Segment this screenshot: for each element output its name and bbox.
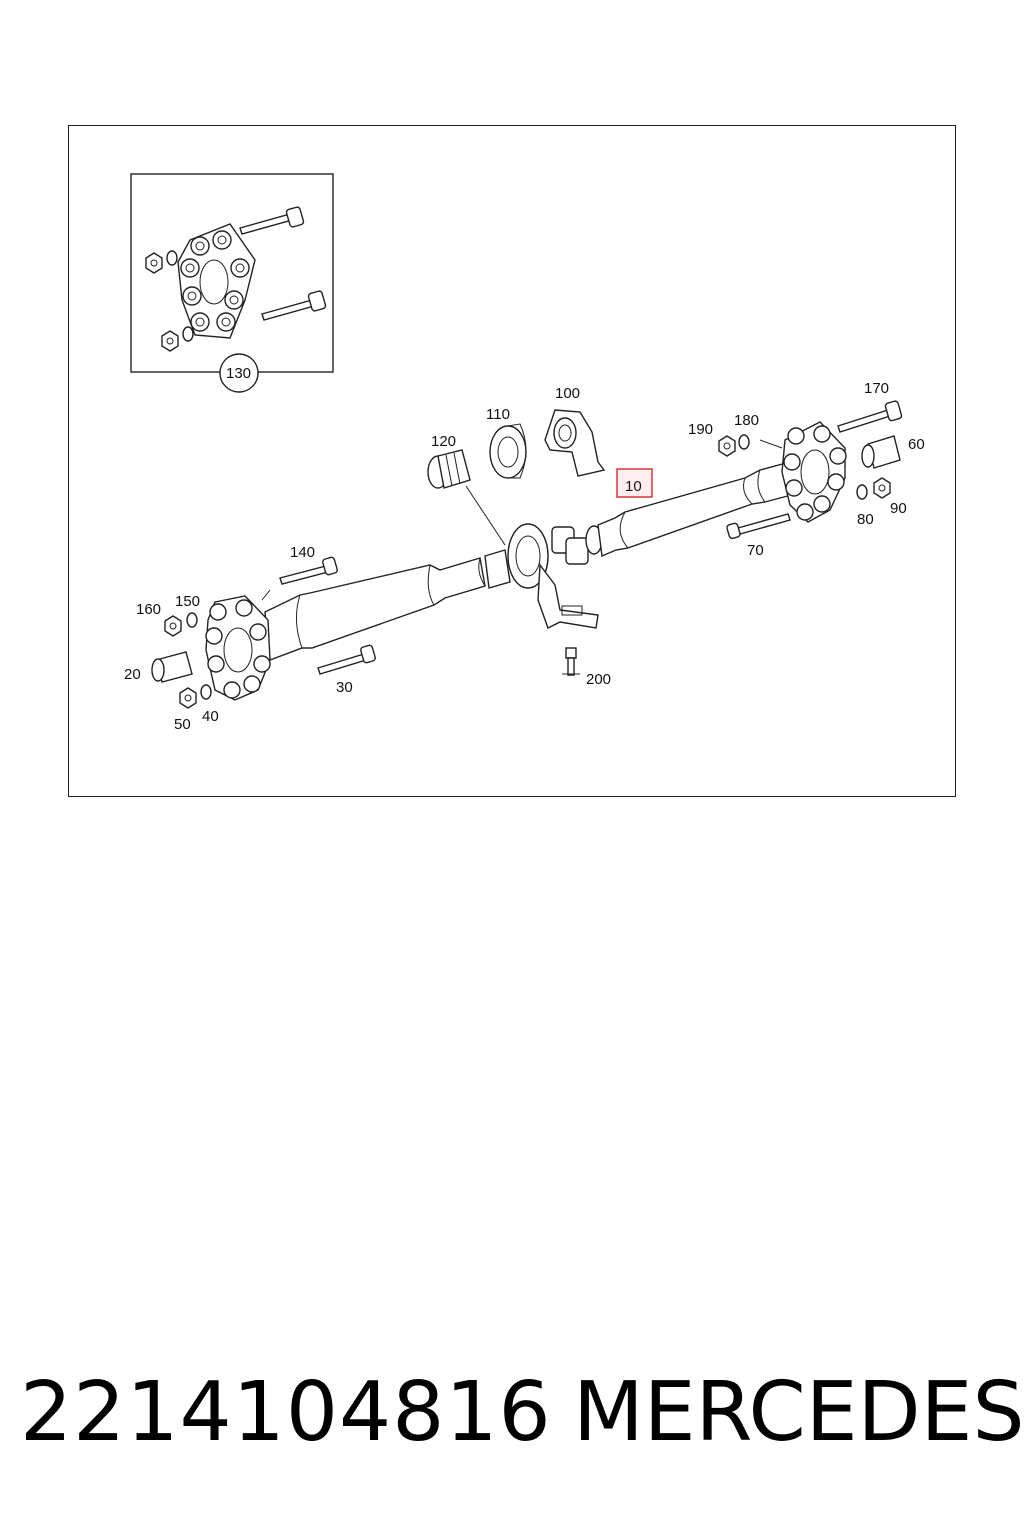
inset-nut-top [145, 250, 178, 274]
callout-100: 100 [555, 385, 580, 402]
washer-180 [738, 434, 783, 450]
callout-190: 190 [688, 421, 713, 438]
inset-nut-bottom [161, 326, 194, 352]
bearing-110 [489, 423, 527, 479]
boot-120 [427, 449, 506, 546]
nut-90 [873, 477, 891, 499]
washer-80 [856, 484, 868, 500]
inset-bolt-bottom [261, 290, 327, 321]
callout-130-circle [219, 353, 259, 393]
highlight-box-part-10 [616, 468, 653, 498]
callout-130: 130 [226, 365, 251, 382]
callout-80: 80 [857, 511, 874, 528]
callout-120: 120 [431, 433, 456, 450]
inset-flex-disc-detail [130, 173, 334, 393]
bearing-support-100 [544, 409, 606, 477]
screw-200 [562, 647, 580, 676]
callout-90: 90 [890, 500, 907, 517]
callout-40: 40 [202, 708, 219, 725]
rear-flex-disc [781, 421, 847, 523]
diagram-frame [68, 125, 956, 797]
callout-140: 140 [290, 544, 315, 561]
propeller-shaft [264, 461, 796, 661]
callout-10: 10 [625, 478, 642, 495]
callout-200: 200 [586, 671, 611, 688]
callout-50: 50 [174, 716, 191, 733]
bolt-30 [317, 644, 376, 675]
front-flex-disc [205, 595, 271, 701]
inset-bolt-top [239, 206, 305, 235]
center-bearing-assembly [507, 523, 599, 629]
callout-180: 180 [734, 412, 759, 429]
washer-40 [200, 684, 212, 700]
callout-labels: 10 20 30 40 50 60 70 80 90 100 110 120 1… [124, 365, 925, 733]
callout-170: 170 [864, 380, 889, 397]
footer: 2214104816 MERCEDES [20, 1365, 1024, 1475]
callout-110: 110 [486, 406, 510, 423]
callout-30: 30 [336, 679, 353, 696]
nut-160 [164, 615, 182, 637]
nut-50 [179, 687, 197, 709]
part-number: 2214104816 [20, 1365, 552, 1460]
exploded-parts-diagram: 10 20 30 40 50 60 70 80 90 100 110 120 1… [124, 173, 925, 733]
sleeve-60 [861, 435, 901, 469]
bolt-170 [837, 400, 903, 433]
brand-name: MERCEDES [573, 1365, 1024, 1460]
nut-190 [718, 435, 736, 457]
callout-20: 20 [124, 666, 141, 683]
sleeve-20 [151, 651, 193, 683]
inset-flex-disc [177, 223, 256, 339]
callout-70: 70 [747, 542, 764, 559]
washer-150 [186, 612, 198, 628]
universal-joint [551, 525, 603, 565]
bolt-140 [261, 556, 338, 601]
bolt-70 [726, 513, 791, 540]
callout-160: 160 [136, 601, 161, 618]
callout-150: 150 [175, 593, 200, 610]
callout-60: 60 [908, 436, 925, 453]
